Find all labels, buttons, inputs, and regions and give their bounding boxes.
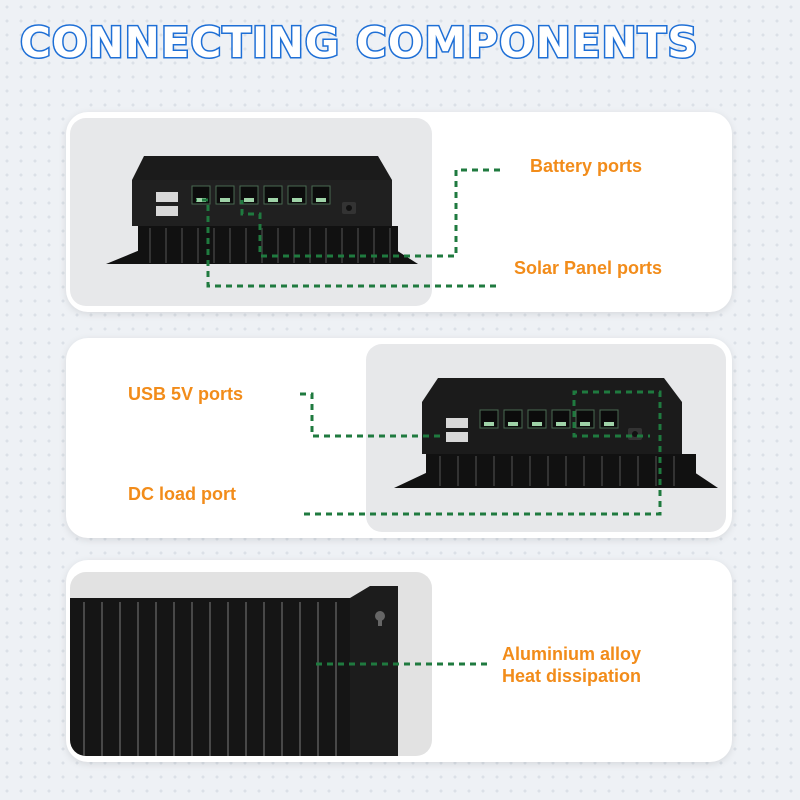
heatsink-fins-image [70,586,398,756]
controller-side-photo [366,344,726,532]
battery-ports-label: Battery ports [530,156,643,176]
heat-dissipation-card: Aluminium alloy Heat dissipation [66,560,732,762]
usb-leader-line [300,392,440,438]
battery-solar-ports-card: Battery ports Solar Panel ports [66,112,732,312]
solar-leader-line [196,198,496,288]
solar-panel-ports-label: Solar Panel ports [514,258,663,278]
battery-leader-line [240,168,500,258]
controller-top-photo [70,118,432,306]
page-title: CONNECTING COMPONENTS [19,17,700,69]
dc-leader-line [304,390,662,516]
aluminium-alloy-label: Aluminium alloy [502,644,642,664]
dc-load-port-label: DC load port [128,484,236,504]
usb-5v-ports-label: USB 5V ports [128,384,244,404]
heat-dissipation-label: Heat dissipation [502,666,642,686]
usb-dc-ports-card: USB 5V ports DC load port [66,338,732,538]
